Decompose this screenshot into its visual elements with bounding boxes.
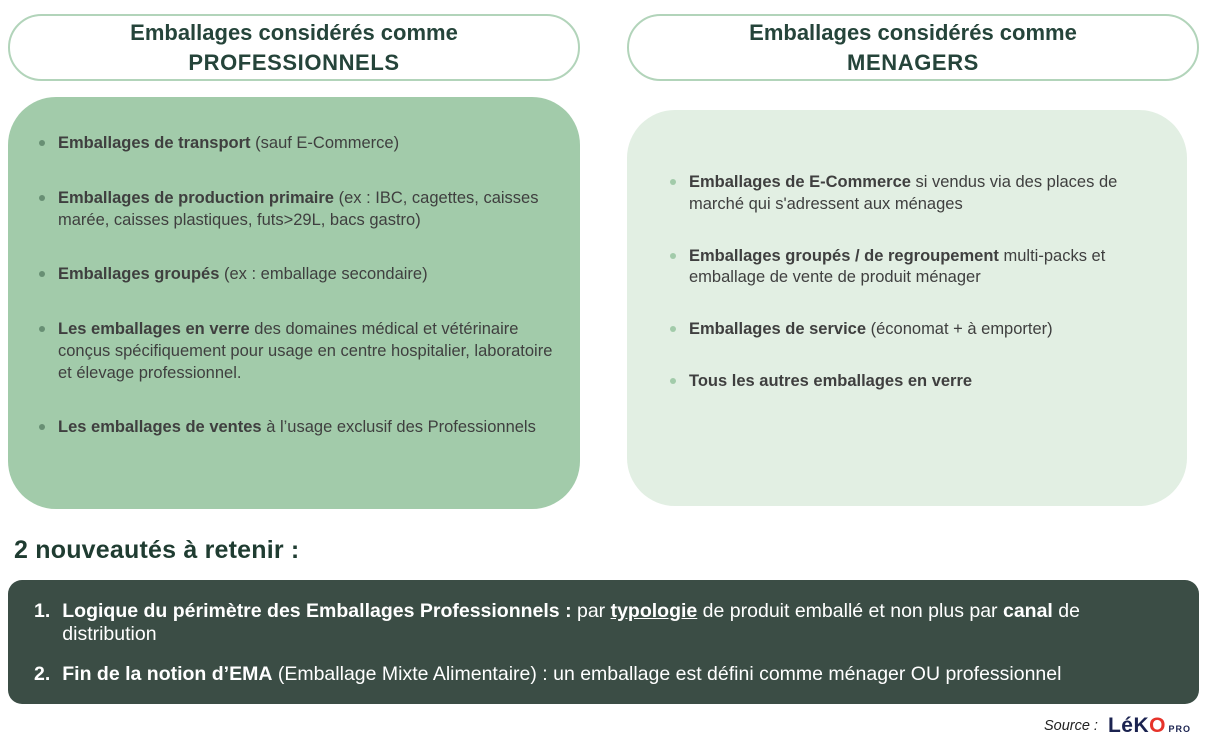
segment-regular: par xyxy=(571,600,611,622)
segment-bold: canal xyxy=(1002,600,1053,622)
household-header-line1: Emballages considérés comme xyxy=(749,20,1077,46)
item-lead: Emballages groupés / de regroupement xyxy=(689,246,999,265)
logo-pro-label: PRO xyxy=(1168,724,1191,734)
professional-list-item: Les emballages de ventes à l’usage exclu… xyxy=(38,417,554,439)
segment-bold-underline: typologie xyxy=(610,600,698,622)
footer: Source : LéK O PRO xyxy=(8,714,1199,734)
key-point-2: 2. Fin de la notion d’EMA (Emballage Mix… xyxy=(34,663,1173,686)
key-points-panel: 1. Logique du périmètre des Emballages P… xyxy=(8,580,1199,704)
item-lead: Les emballages en verre xyxy=(58,320,250,339)
item-lead: Tous les autres emballages en verre xyxy=(689,371,973,390)
logo-text: LéK xyxy=(1107,714,1150,734)
item-lead: Emballages de service xyxy=(689,320,867,339)
professional-header-line1: Emballages considérés comme xyxy=(130,20,458,46)
key-point-1: 1. Logique du périmètre des Emballages P… xyxy=(34,600,1173,646)
household-header-pill: Emballages considérés comme MENAGERS xyxy=(627,14,1199,81)
item-lead: Emballages de E-Commerce xyxy=(689,173,911,191)
professional-header-pill: Emballages considérés comme PROFESSIONNE… xyxy=(8,14,580,81)
household-panel: Emballages de E-Commerce si vendus via d… xyxy=(627,110,1187,506)
professional-list-item: Emballages groupés (ex : emballage secon… xyxy=(38,264,554,286)
professional-column: Emballages considérés comme PROFESSIONNE… xyxy=(8,14,580,509)
professional-list-item: Emballages de transport (sauf E-Commerce… xyxy=(38,133,554,155)
household-column: Emballages considérés comme MENAGERS Emb… xyxy=(627,14,1199,509)
key-point-text: Logique du périmètre des Emballages Prof… xyxy=(62,600,1173,646)
item-rest: (économat + à emporter) xyxy=(866,320,1053,339)
professional-header-line2: PROFESSIONNELS xyxy=(188,49,400,75)
professional-list-item: Les emballages en verre des domaines méd… xyxy=(38,319,554,384)
key-point-number: 1. xyxy=(34,600,51,622)
key-point-number: 2. xyxy=(34,663,51,685)
item-rest: si vendus via des places de marché qui s… xyxy=(689,173,1118,213)
item-lead: Emballages groupés xyxy=(58,265,220,284)
segment-bold: Fin de la notion d’EMA xyxy=(62,663,273,685)
item-rest: des domaines médical et vétérinaire conç… xyxy=(58,320,553,382)
item-lead: Emballages de transport xyxy=(58,134,251,152)
comparison-columns: Emballages considérés comme PROFESSIONNE… xyxy=(8,14,1199,509)
logo-o-mark: O xyxy=(1149,714,1166,734)
highlights-title: 2 nouveautés à retenir : xyxy=(14,536,300,564)
professional-list: Emballages de transport (sauf E-Commerce… xyxy=(38,133,554,439)
segment-regular: de distribution xyxy=(62,600,1080,645)
professional-panel: Emballages de transport (sauf E-Commerce… xyxy=(8,97,580,509)
item-rest: (ex : IBC, cagettes, caisses marée, cais… xyxy=(58,188,539,229)
household-list-item: Emballages de E-Commerce si vendus via d… xyxy=(669,172,1149,216)
household-list-item: Emballages groupés / de regroupement mul… xyxy=(669,246,1149,290)
item-rest: multi-packs et emballage de vente de pro… xyxy=(689,246,1106,287)
segment-regular: de produit emballé et non plus par xyxy=(697,600,1003,622)
household-list-item: Emballages de service (économat + à empo… xyxy=(669,319,1149,341)
segment-regular: (Emballage Mixte Alimentaire) : un embal… xyxy=(272,663,1062,685)
item-rest: (sauf E-Commerce) xyxy=(250,134,400,152)
item-rest: (ex : emballage secondaire) xyxy=(219,265,428,284)
household-header-line2: MENAGERS xyxy=(847,49,979,75)
item-rest: à l’usage exclusif des Professionnels xyxy=(261,418,536,437)
household-list-item: Tous les autres emballages en verre xyxy=(669,371,1149,393)
segment-bold: Logique du périmètre des Emballages Prof… xyxy=(62,600,572,622)
key-point-text: Fin de la notion d’EMA (Emballage Mixte … xyxy=(62,663,1173,686)
item-lead: Emballages de production primaire xyxy=(58,188,334,207)
household-list: Emballages de E-Commerce si vendus via d… xyxy=(669,172,1149,393)
item-lead: Les emballages de ventes xyxy=(58,418,262,437)
source-label: Source : xyxy=(1043,718,1098,734)
leko-logo: LéK O PRO xyxy=(1108,714,1191,734)
professional-list-item: Emballages de production primaire (ex : … xyxy=(38,188,554,232)
